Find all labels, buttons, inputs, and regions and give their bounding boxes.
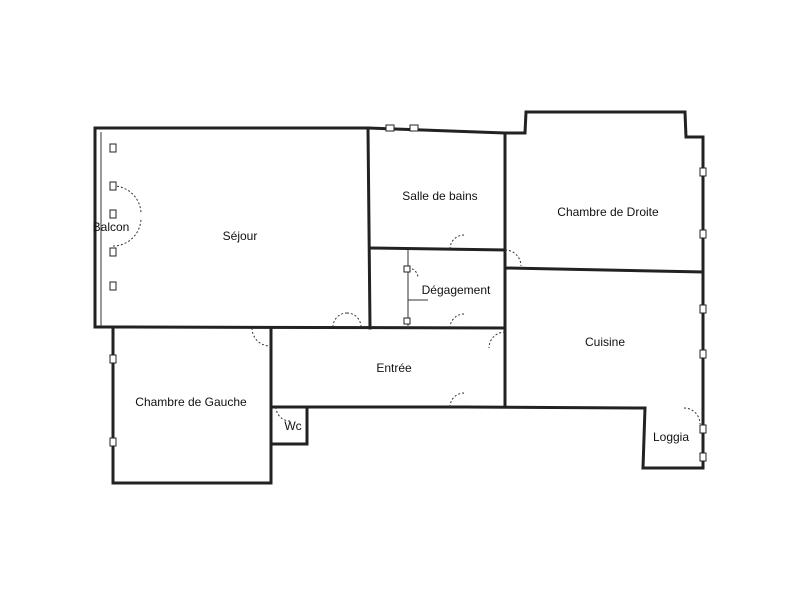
closet [407,250,428,326]
room-label-degagement: Dégagement [422,283,491,297]
windows [109,124,707,462]
interior-walls [111,126,705,446]
doors [112,185,701,425]
room-labels: Séjour Salle de bains Chambre de Droite … [93,189,690,444]
room-label-balcon: Balcon [93,220,130,234]
room-label-wc: Wc [284,419,301,433]
outer-walls [93,110,705,485]
room-label-entree: Entrée [376,361,412,375]
room-label-loggia: Loggia [653,430,689,444]
room-label-sejour: Séjour [223,229,258,243]
room-label-chambre-droite: Chambre de Droite [557,205,659,219]
room-label-chambre-gauche: Chambre de Gauche [135,395,247,409]
room-label-salle-de-bains: Salle de bains [402,189,477,203]
room-label-cuisine: Cuisine [585,335,625,349]
